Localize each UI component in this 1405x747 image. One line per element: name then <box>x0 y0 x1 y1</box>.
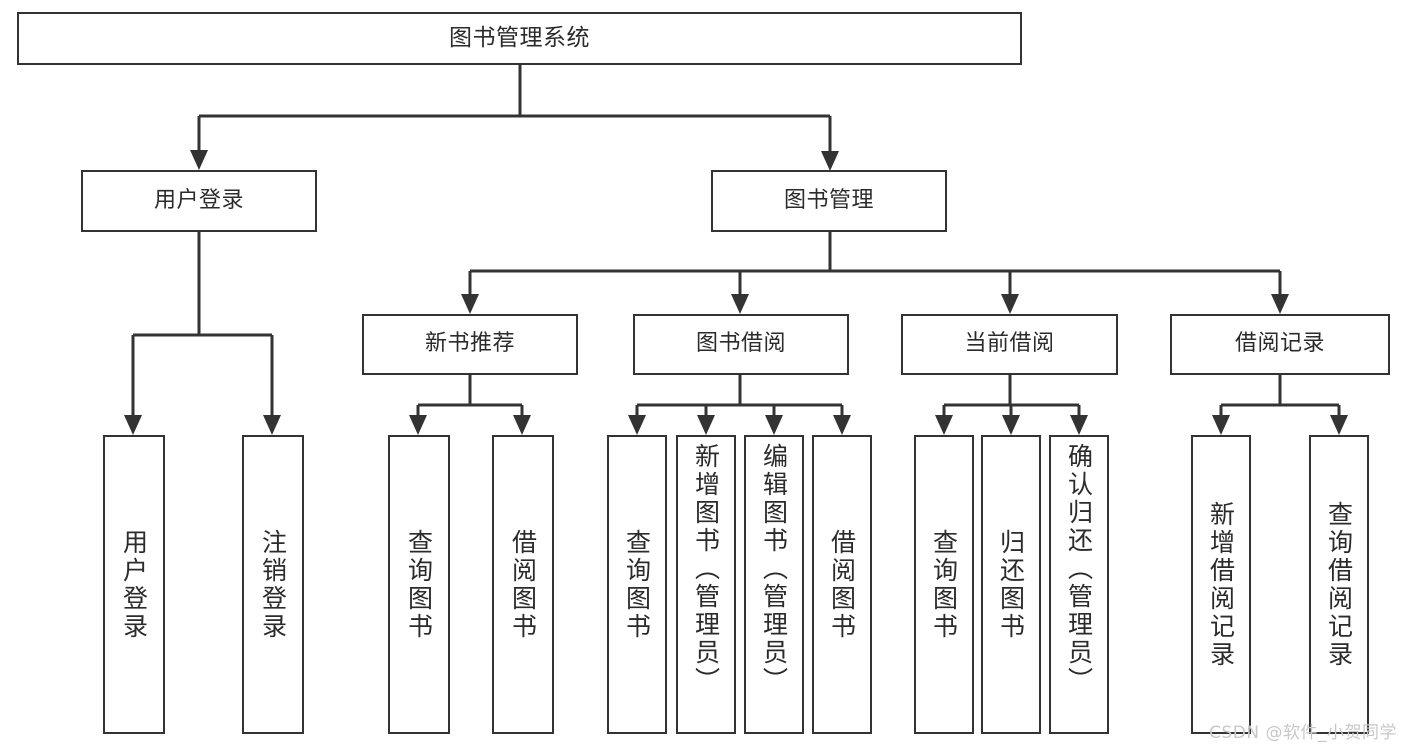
node-label: 查询借阅记录 <box>1324 500 1354 669</box>
leaf-logout-login[interactable]: 注销登录 <box>242 435 304 734</box>
leaf-edit-book-admin[interactable]: 编辑图书（管理员） <box>744 435 804 734</box>
node-label: 确认归还（管理员） <box>1064 443 1094 695</box>
node-label: 归还图书 <box>996 528 1026 641</box>
node-label: 图书借阅 <box>695 331 786 357</box>
node-label: 用户登录 <box>119 528 149 641</box>
leaf-return-book[interactable]: 归还图书 <box>981 435 1041 734</box>
node-label: 注销登录 <box>258 528 288 641</box>
node-label: 新书推荐 <box>424 331 515 357</box>
node-label: 查询图书 <box>622 528 652 641</box>
node-user-login[interactable]: 用户登录 <box>81 170 317 232</box>
node-label: 当前借阅 <box>964 331 1055 357</box>
node-label: 编辑图书（管理员） <box>759 443 789 695</box>
leaf-add-book-admin[interactable]: 新增图书（管理员） <box>676 435 736 734</box>
node-book-borrow[interactable]: 图书借阅 <box>633 314 849 375</box>
node-label: 借阅图书 <box>827 528 857 641</box>
node-current-borrow[interactable]: 当前借阅 <box>901 314 1118 375</box>
leaf-borrow-book[interactable]: 借阅图书 <box>812 435 872 734</box>
leaf-query-book-borrow[interactable]: 查询图书 <box>607 435 667 734</box>
node-label: 查询图书 <box>929 528 959 641</box>
node-label: 图书管理 <box>783 187 874 213</box>
node-label: 新增借阅记录 <box>1206 500 1236 669</box>
leaf-user-login[interactable]: 用户登录 <box>103 435 165 734</box>
leaf-add-borrow-record[interactable]: 新增借阅记录 <box>1191 435 1251 734</box>
csdn-watermark: CSDN @软件_小贺同学 <box>1209 723 1397 743</box>
node-root-book-management-system[interactable]: 图书管理系统 <box>17 12 1022 65</box>
node-book-management[interactable]: 图书管理 <box>711 170 947 232</box>
leaf-query-borrow-record[interactable]: 查询借阅记录 <box>1309 435 1369 734</box>
leaf-query-book-current[interactable]: 查询图书 <box>914 435 974 734</box>
node-label: 查询图书 <box>404 528 434 641</box>
node-label: 用户登录 <box>153 187 244 213</box>
leaf-confirm-return-admin[interactable]: 确认归还（管理员） <box>1049 435 1109 734</box>
node-borrow-record[interactable]: 借阅记录 <box>1170 314 1390 375</box>
node-label: 借阅记录 <box>1234 331 1325 357</box>
leaf-query-book-recommend[interactable]: 查询图书 <box>388 435 450 734</box>
node-label: 新增图书（管理员） <box>691 443 721 695</box>
node-label: 借阅图书 <box>508 528 538 641</box>
node-new-book-recommend[interactable]: 新书推荐 <box>362 314 578 375</box>
leaf-borrow-book-recommend[interactable]: 借阅图书 <box>492 435 554 734</box>
node-label: 图书管理系统 <box>449 24 590 51</box>
